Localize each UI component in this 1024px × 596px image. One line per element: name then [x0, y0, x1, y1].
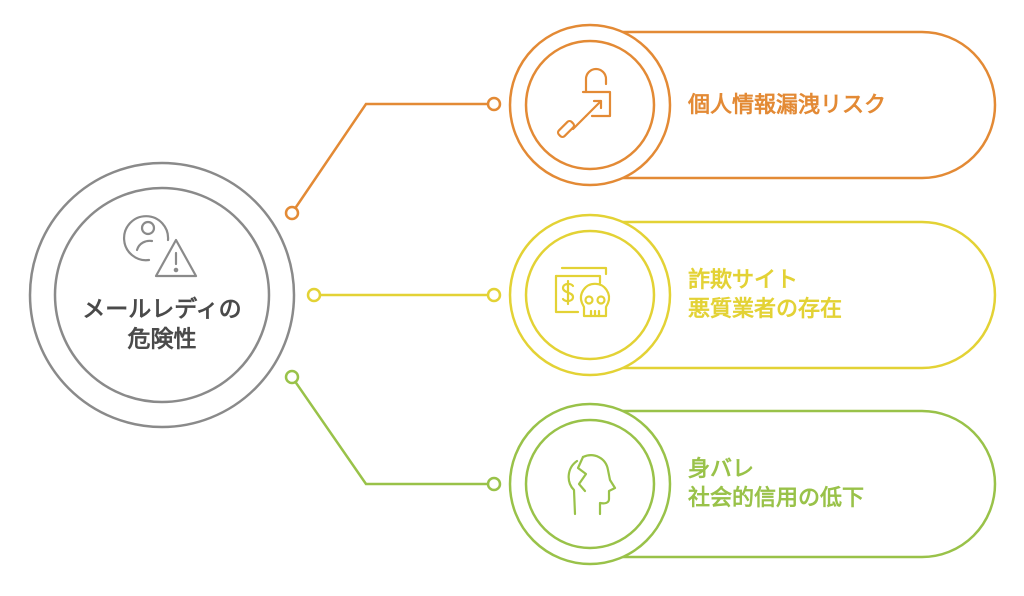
center-title-line1: メールレディの: [82, 296, 241, 323]
money-skull-icon: [554, 266, 611, 318]
connector-exposure-line: [290, 376, 494, 486]
connector-leak-end-dot: [486, 96, 502, 112]
card-exposure-title: 身バレ: [688, 456, 754, 482]
connector-exposure: [284, 369, 502, 492]
lock-hacking-icon: [556, 67, 612, 139]
center-hub: メールレディの 危険性: [28, 161, 296, 429]
card-fraud: 詐欺サイト 悪質業者の存在: [508, 213, 997, 377]
center-inner-ring: [53, 186, 271, 404]
user-warning-icon: [123, 215, 198, 278]
card-leak: 個人情報漏洩リスク: [508, 23, 997, 187]
broken-head-icon: [567, 454, 617, 516]
card-fraud-inner-ring: [524, 229, 656, 361]
card-leak-title: 個人情報漏洩リスク: [687, 92, 886, 118]
connector-leak-line: [290, 102, 494, 214]
card-exposure: 身バレ 社会的信用の低下: [508, 402, 997, 566]
card-fraud-title: 詐欺サイト: [688, 267, 798, 293]
connector-fraud-start-dot: [306, 287, 322, 303]
center-title-line2: 危険性: [128, 326, 197, 353]
connector-exposure-start-dot: [284, 369, 300, 385]
card-fraud-subtitle: 悪質業者の存在: [688, 296, 842, 322]
card-leak-inner-ring: [524, 39, 656, 171]
card-exposure-inner-ring: [524, 418, 656, 550]
connector-exposure-end-dot: [486, 476, 502, 492]
connector-fraud: [306, 287, 502, 303]
connector-leak-start-dot: [284, 205, 300, 221]
connector-fraud-end-dot: [486, 287, 502, 303]
card-exposure-subtitle: 社会的信用の低下: [688, 485, 864, 511]
connector-leak: [284, 96, 502, 221]
